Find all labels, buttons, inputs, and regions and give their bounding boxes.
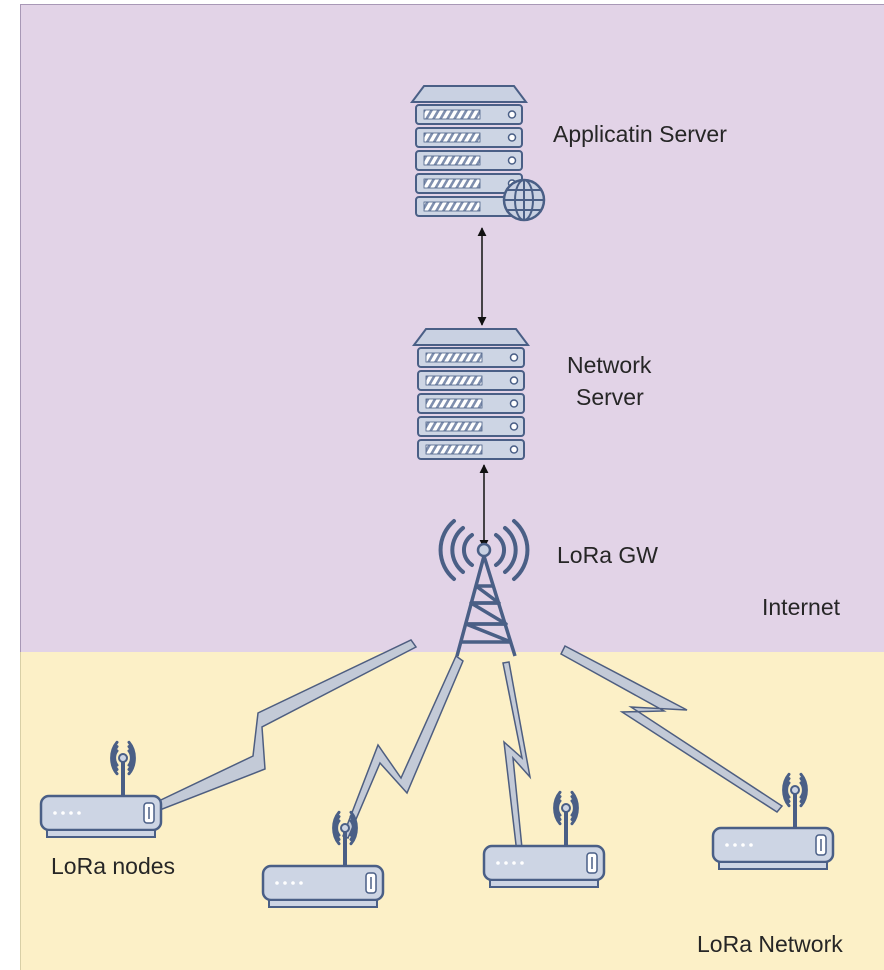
wireless-link-node-2 bbox=[342, 654, 464, 839]
lora-network-zone-label: LoRa Network bbox=[697, 931, 843, 957]
network-server-label-line-2: Server bbox=[576, 384, 644, 410]
node-3-router-icon bbox=[482, 790, 606, 888]
node-4-router-icon bbox=[711, 772, 835, 870]
lora-gateway-tower-icon bbox=[438, 519, 530, 657]
lora-nodes-label: LoRa nodes bbox=[51, 853, 176, 879]
wireless-link-node-4 bbox=[560, 644, 784, 813]
node-1-router-icon bbox=[39, 740, 163, 838]
lora-network-zone bbox=[20, 652, 884, 970]
network-server-icon bbox=[412, 328, 530, 460]
internet-zone-label: Internet bbox=[762, 594, 840, 620]
network-server-label-line-1: Network bbox=[567, 352, 652, 378]
application-server-label: Applicatin Server bbox=[553, 121, 727, 147]
node-2-router-icon bbox=[261, 810, 385, 908]
wireless-links bbox=[140, 639, 784, 880]
lora-gateway-label: LoRa GW bbox=[557, 542, 658, 568]
wireless-link-node-1 bbox=[140, 639, 418, 816]
globe-icon bbox=[502, 178, 546, 222]
application-server-icon bbox=[410, 85, 546, 222]
